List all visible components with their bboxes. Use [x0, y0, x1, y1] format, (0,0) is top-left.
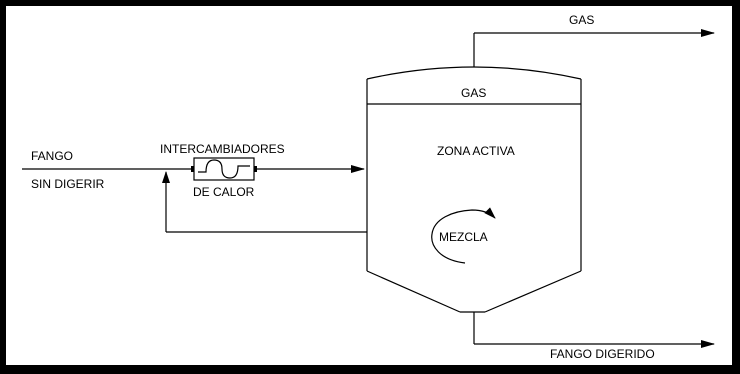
digester-tank — [366, 66, 582, 313]
heat-exchanger — [191, 157, 257, 181]
tank-dome — [366, 66, 582, 80]
tank-cone-left — [366, 270, 461, 313]
mezcla-label: MEZCLA — [439, 230, 488, 244]
zona-activa-label: ZONA ACTIVA — [437, 144, 515, 158]
heat-exchanger-outlet-flange — [254, 166, 257, 172]
sin-digerir-label: SIN DIGERIR — [31, 177, 105, 191]
heat-exchanger-inlet-flange — [191, 166, 194, 172]
recirculation-loop — [162, 171, 367, 233]
gas-output-label: GAS — [569, 13, 594, 27]
intercambiadores-label: INTERCAMBIADORES — [160, 142, 285, 156]
gas-outlet-pipe — [473, 29, 715, 67]
fango-label: FANGO — [31, 149, 73, 163]
heat-exchanger-coil — [198, 159, 250, 179]
gas-zone-label: GAS — [461, 86, 486, 100]
mixing-indicator — [431, 207, 496, 264]
heat-exchanger-box — [193, 157, 255, 181]
digested-sludge-pipe — [473, 312, 715, 348]
mixing-circular-arrow — [431, 207, 496, 264]
de-calor-label: DE CALOR — [193, 185, 255, 199]
tank-cone-right — [484, 270, 582, 313]
fango-digerido-label: FANGO DIGERIDO — [550, 347, 655, 361]
